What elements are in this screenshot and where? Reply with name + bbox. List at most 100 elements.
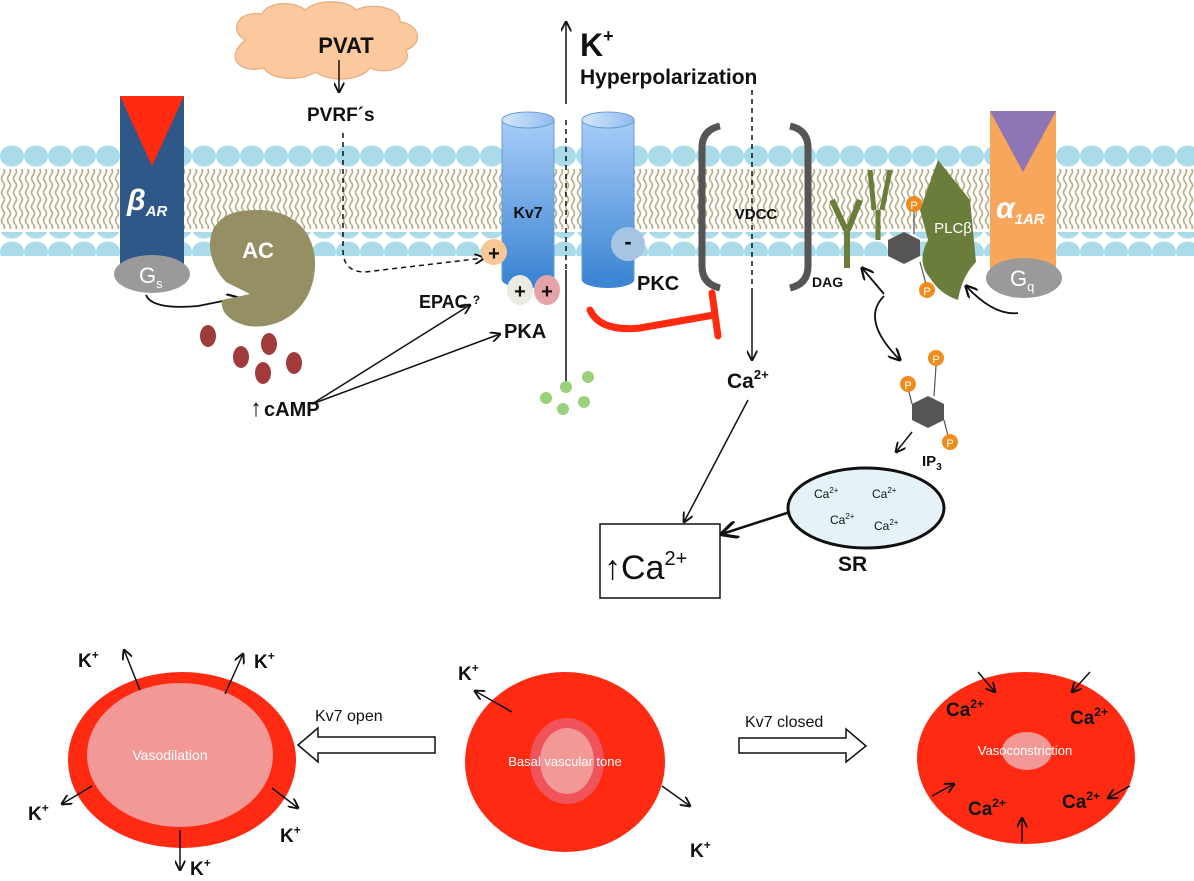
beta-ar-sub: AR — [145, 203, 168, 220]
k-top-label: K — [580, 27, 603, 63]
alpha-ar-sub: 1 — [1015, 211, 1023, 228]
vessel-basal-tone: Basal vascular tone — [465, 672, 665, 852]
pvrf-to-kv7-dashed-arrow — [342, 133, 484, 273]
intracellular-ca-box: ↑Ca2+ — [599, 523, 721, 599]
gs-to-ac-arrow — [145, 295, 238, 308]
alpha1-adrenoceptor: α1AR — [990, 111, 1056, 273]
k-ions — [540, 371, 594, 415]
vasoconstriction-label: Vasoconstriction — [978, 743, 1072, 758]
svg-text:EPAC?: EPAC? — [419, 292, 480, 312]
basal-k-1: K — [458, 664, 472, 685]
svg-text:Ca2+: Ca2+ — [872, 486, 897, 501]
ip3-to-sr-arrow — [896, 431, 913, 452]
ca-sup: 2+ — [754, 367, 769, 382]
svg-text:Ca2+: Ca2+ — [968, 796, 1006, 820]
sr-ca-4: Ca — [874, 519, 890, 533]
pkc-inhibition-bar — [708, 289, 722, 340]
vd-k-5-sup: + — [204, 856, 211, 870]
pka-label: PKA — [504, 321, 546, 343]
vd-k-4-sup: + — [294, 823, 301, 837]
basal-tone-label: Basal vascular tone — [508, 754, 621, 769]
box-ca-label: Ca — [621, 549, 665, 587]
vd-k-5: K — [190, 859, 204, 880]
pvat-label: PVAT — [318, 33, 374, 58]
vasodilation-k-efflux — [62, 650, 298, 870]
vc-ca-2-sup: 2+ — [1094, 705, 1108, 719]
alpha-ar-sub2: AR — [1022, 211, 1045, 228]
vasodilation-label: Vasodilation — [132, 747, 207, 763]
svg-text:α1AR: α1AR — [996, 192, 1045, 228]
sarcoplasmic-reticulum: Ca2+ Ca2+ Ca2+ Ca2+ SR — [786, 466, 946, 576]
vdcc-label: VDCC — [735, 206, 778, 223]
gs-sub: s — [156, 276, 163, 291]
beta-ar-symbol: β — [126, 184, 146, 217]
svg-text:Ca2+: Ca2+ — [946, 697, 984, 721]
vasoconstriction-ca-influx — [931, 671, 1131, 842]
ca-to-box-arrow — [684, 399, 749, 522]
pip2-phosphate-2: P — [923, 286, 930, 298]
svg-text:K+: K+ — [78, 648, 99, 672]
beta-adrenoceptor: βAR — [120, 96, 184, 268]
vd-k-3-sup: + — [42, 801, 49, 815]
adenylyl-cyclase: AC — [209, 210, 316, 327]
vd-k-4: K — [280, 826, 294, 847]
kv7-closed-label: Kv7 closed — [745, 714, 823, 731]
gq-to-plc-arrow — [966, 286, 1019, 315]
kv7-channel: Kv7 — [501, 111, 635, 288]
gs-protein: Gs — [114, 255, 190, 293]
svg-text:K+: K+ — [690, 838, 711, 862]
box-ca-sup: 2+ — [664, 548, 687, 570]
vc-ca-4: Ca — [1062, 792, 1087, 813]
camp-molecules — [200, 325, 302, 384]
svg-text:Gq: Gq — [1010, 266, 1034, 294]
svg-text:K+: K+ — [28, 801, 49, 825]
ip3-phosphate-2: P — [932, 354, 939, 366]
svg-text:IP3: IP3 — [922, 453, 942, 473]
svg-text:βAR: βAR — [126, 184, 167, 220]
kv7-phosphorylation-sites: + + + - — [481, 227, 645, 305]
camp-up-arrow: ↑ — [250, 395, 262, 422]
vc-ca-3: Ca — [968, 799, 993, 820]
vd-k-2-sup: + — [268, 649, 275, 663]
gq-protein: Gq — [986, 258, 1062, 298]
svg-text:Ca2+: Ca2+ — [814, 486, 839, 501]
pip2-phosphate-1: P — [910, 200, 917, 212]
pkc-inhibition-arrow — [586, 306, 718, 333]
pka-site-plus: + — [514, 281, 526, 303]
vc-ca-1: Ca — [946, 700, 971, 721]
camp-to-pka-arrow — [311, 334, 500, 405]
sr-ca-3-sup: 2+ — [845, 512, 854, 521]
pkc-label: PKC — [637, 273, 679, 295]
plc-to-dag-arrow — [862, 268, 885, 295]
epac-label: EPAC — [419, 292, 468, 312]
svg-text:K+: K+ — [458, 661, 479, 685]
sr-ca-1-sup: 2+ — [829, 486, 838, 495]
svg-text:K+: K+ — [254, 649, 275, 673]
sr-to-box-arrow — [722, 510, 791, 534]
pip2: P P — [867, 169, 935, 298]
sr-ca-2: Ca — [872, 487, 888, 501]
basal-k-2-sup: + — [704, 838, 711, 852]
alpha-ar-symbol: α — [996, 192, 1016, 225]
sr-ca-4-sup: 2+ — [889, 518, 898, 527]
ip3-phosphate-3: P — [946, 438, 953, 450]
svg-text:Ca2+: Ca2+ — [830, 512, 855, 527]
plc-to-ip3-arrow — [874, 295, 900, 360]
vc-ca-2: Ca — [1070, 708, 1095, 729]
vd-k-1: K — [78, 651, 92, 672]
svg-text:↑cAMP: ↑cAMP — [250, 395, 320, 422]
kv7-closed-arrow — [738, 727, 868, 764]
gq-label: G — [1010, 266, 1027, 291]
vd-k-2: K — [254, 652, 268, 673]
ip3-label: IP — [922, 453, 936, 470]
k-top-sup: + — [603, 26, 614, 46]
ip3-phosphate-1: P — [904, 380, 911, 392]
gq-sub: q — [1027, 279, 1034, 294]
svg-text:Ca2+: Ca2+ — [874, 518, 899, 533]
svg-text:↑Ca2+: ↑Ca2+ — [604, 548, 687, 587]
alpha-ligand — [990, 111, 1056, 172]
basal-k-1-sup: + — [472, 661, 479, 675]
beta-ligand — [120, 96, 184, 166]
basal-k-2: K — [690, 841, 704, 862]
